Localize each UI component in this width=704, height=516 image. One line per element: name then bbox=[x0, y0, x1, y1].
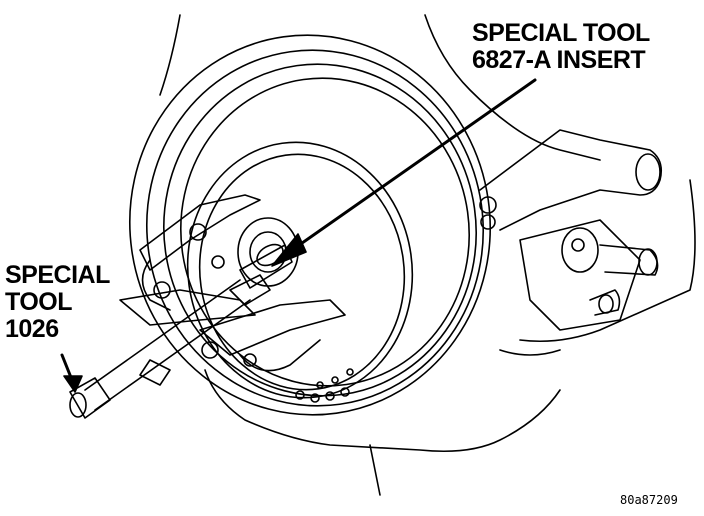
engine-mount-bracket bbox=[479, 129, 663, 331]
insert-callout-line-2: 6827-A INSERT bbox=[472, 46, 646, 74]
tool-1026-pointer-arrow bbox=[60, 353, 83, 393]
puller-arms bbox=[119, 194, 346, 372]
puller-callout-line-2: TOOL bbox=[5, 288, 72, 316]
puller-callout-label: SPECIAL TOOL 1026 bbox=[5, 262, 110, 343]
figure-id: 80a87209 bbox=[620, 493, 678, 507]
puller-callout-line-1: SPECIAL bbox=[5, 261, 110, 289]
puller-screw-tool-1026 bbox=[69, 274, 271, 419]
puller-callout-line-3: 1026 bbox=[5, 315, 59, 343]
insert-leader-arrow bbox=[271, 78, 537, 267]
insert-callout-label: SPECIAL TOOL 6827-A INSERT bbox=[472, 20, 650, 74]
insert-callout-line-1: SPECIAL TOOL bbox=[472, 19, 650, 47]
engine-block-outline bbox=[159, 14, 696, 496]
